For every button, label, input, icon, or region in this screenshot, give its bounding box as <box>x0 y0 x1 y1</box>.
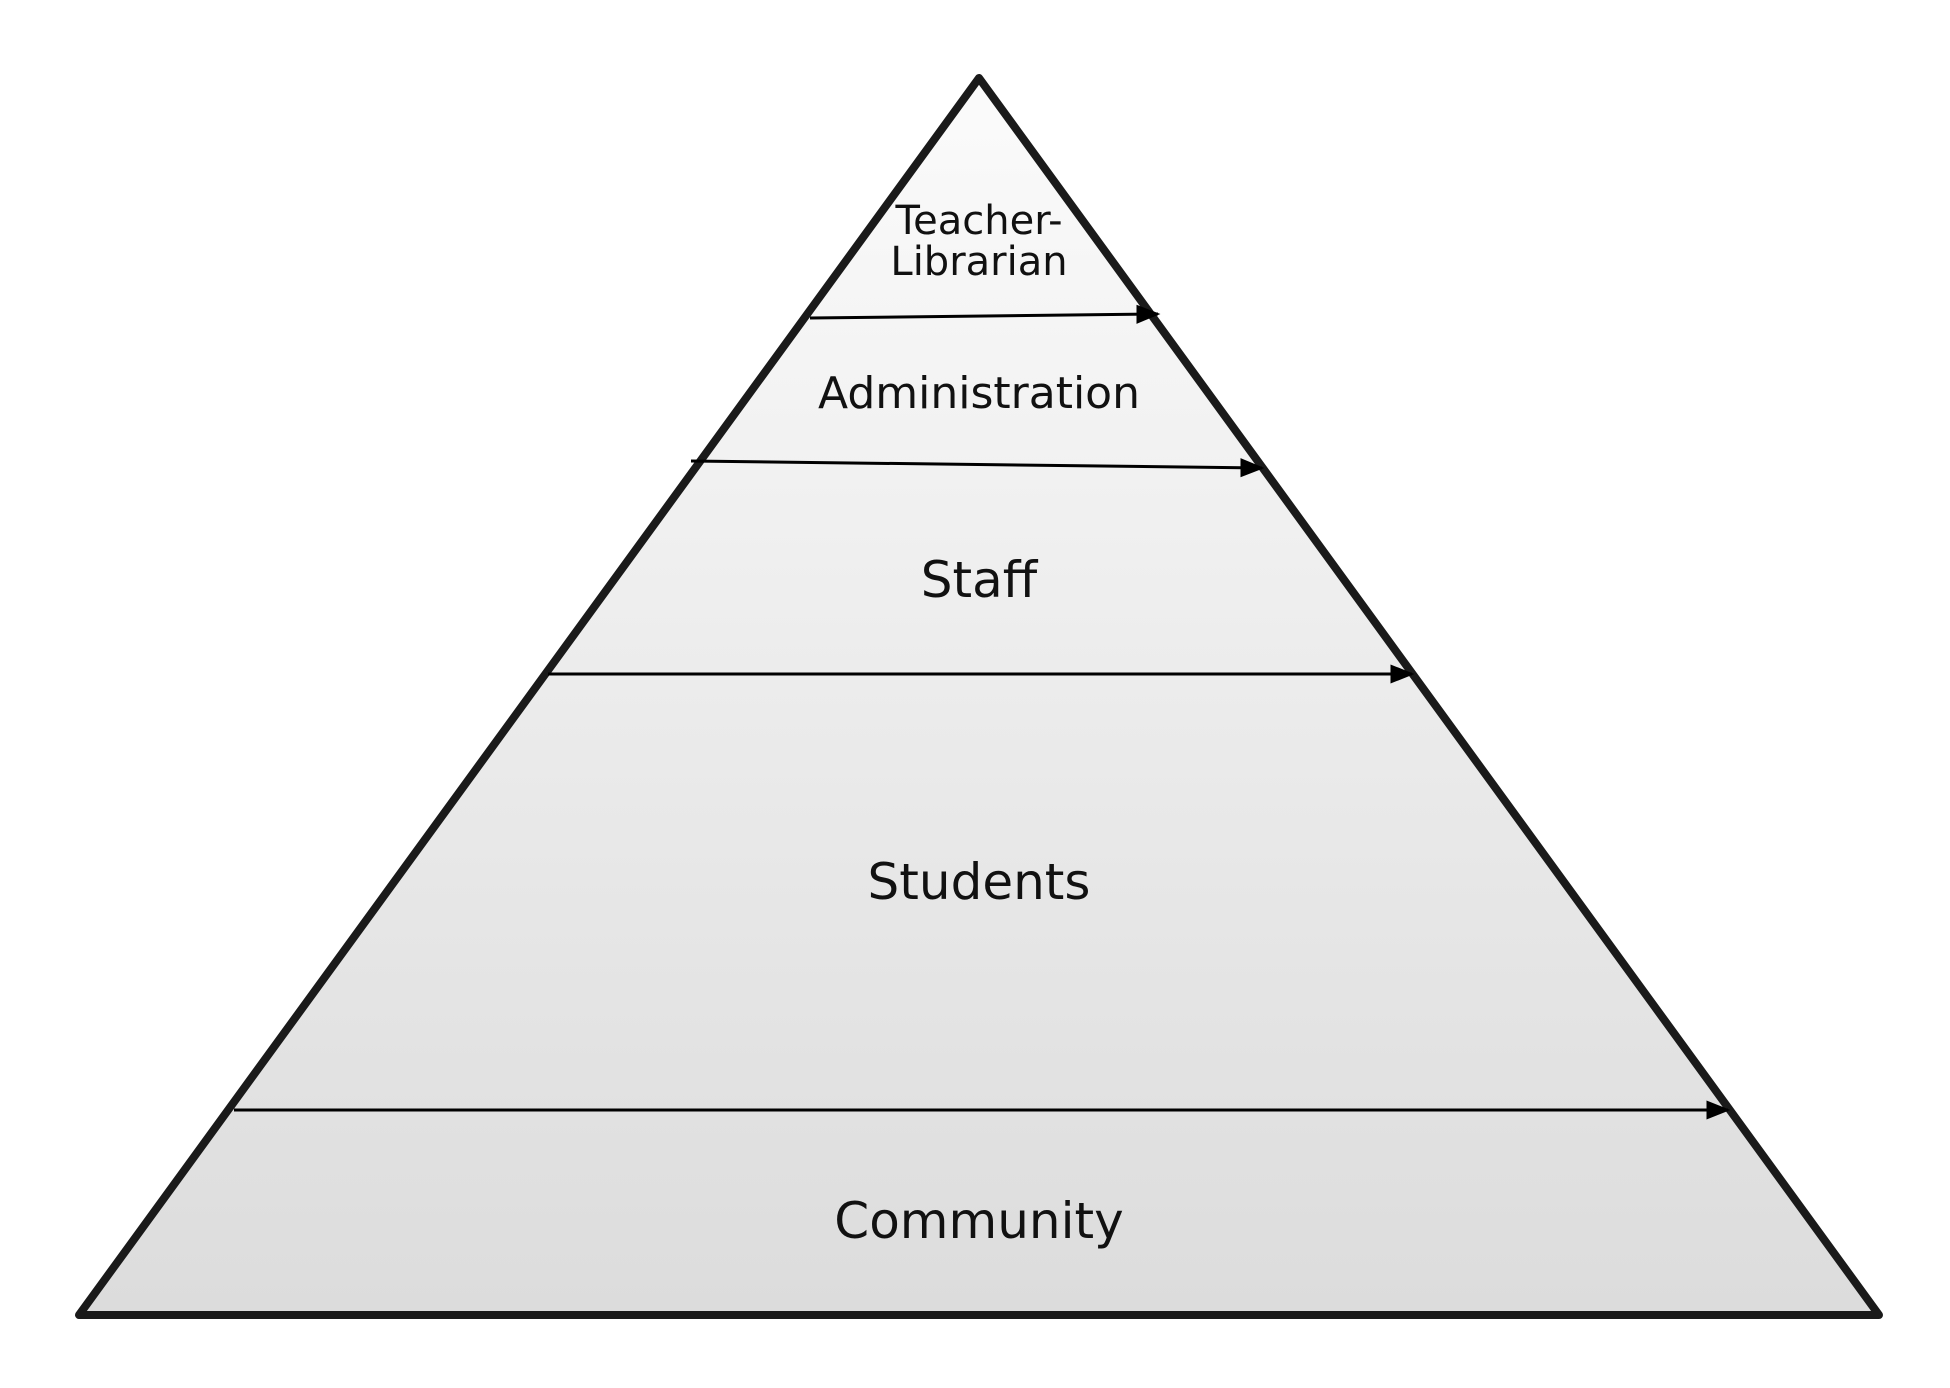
level-teacher-librarian-line2: Librarian <box>890 239 1067 285</box>
level-community: Community <box>834 1192 1123 1250</box>
level-administration: Administration <box>818 368 1140 419</box>
pyramid-outline <box>75 74 1883 1319</box>
arrow-teacher-to-administration <box>809 304 1161 324</box>
level-staff: Staff <box>921 551 1039 609</box>
level-students: Students <box>868 853 1091 911</box>
level-teacher-librarian-line1: Teacher- <box>894 198 1062 244</box>
arrow-administration-to-staff <box>690 458 1265 478</box>
